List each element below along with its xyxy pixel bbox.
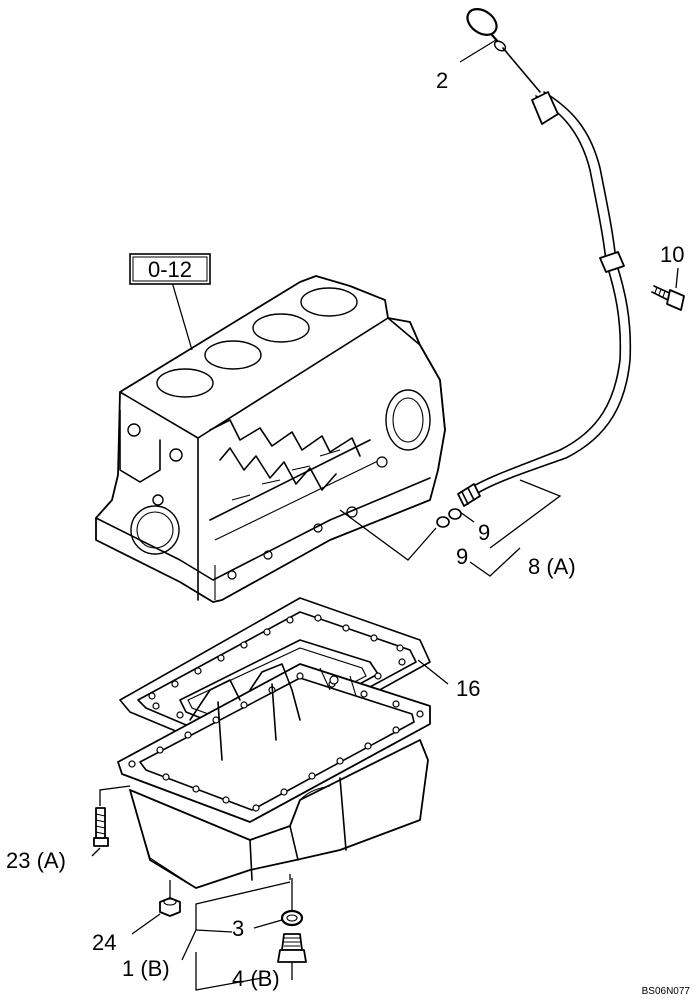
oil-pan: [117, 663, 431, 889]
label-part-3: 3: [232, 916, 244, 941]
nut-24: [131, 880, 181, 935]
leader-2: [459, 39, 497, 63]
label-part-9-upper: 9: [478, 520, 490, 545]
label-part-10: 10: [660, 242, 684, 267]
drain-plug-4b: [277, 933, 307, 980]
engine-block: [95, 275, 446, 603]
dipstick-assembly: [457, 8, 632, 507]
ref-box-label: 0-12: [148, 257, 192, 282]
label-part-24: 24: [92, 930, 116, 955]
label-part-9-lower: 9: [456, 544, 468, 569]
washer-3: [253, 878, 304, 929]
leader-8a: [469, 479, 562, 577]
bolt-10: [651, 267, 685, 311]
label-part-4b: 4 (B): [232, 966, 280, 991]
label-part-8a: 8 (A): [528, 554, 576, 579]
reference-box: 0-12: [129, 253, 211, 285]
label-part-2: 2: [436, 68, 448, 93]
o-rings-9: [339, 508, 475, 561]
label-part-23a: 23 (A): [6, 848, 66, 873]
drawing-code: BS06N077: [642, 986, 691, 997]
label-part-16: 16: [456, 676, 480, 701]
bolt-23a: [91, 785, 131, 857]
label-part-1b: 1 (B): [122, 956, 170, 981]
leader-1b-4b: [181, 874, 291, 991]
